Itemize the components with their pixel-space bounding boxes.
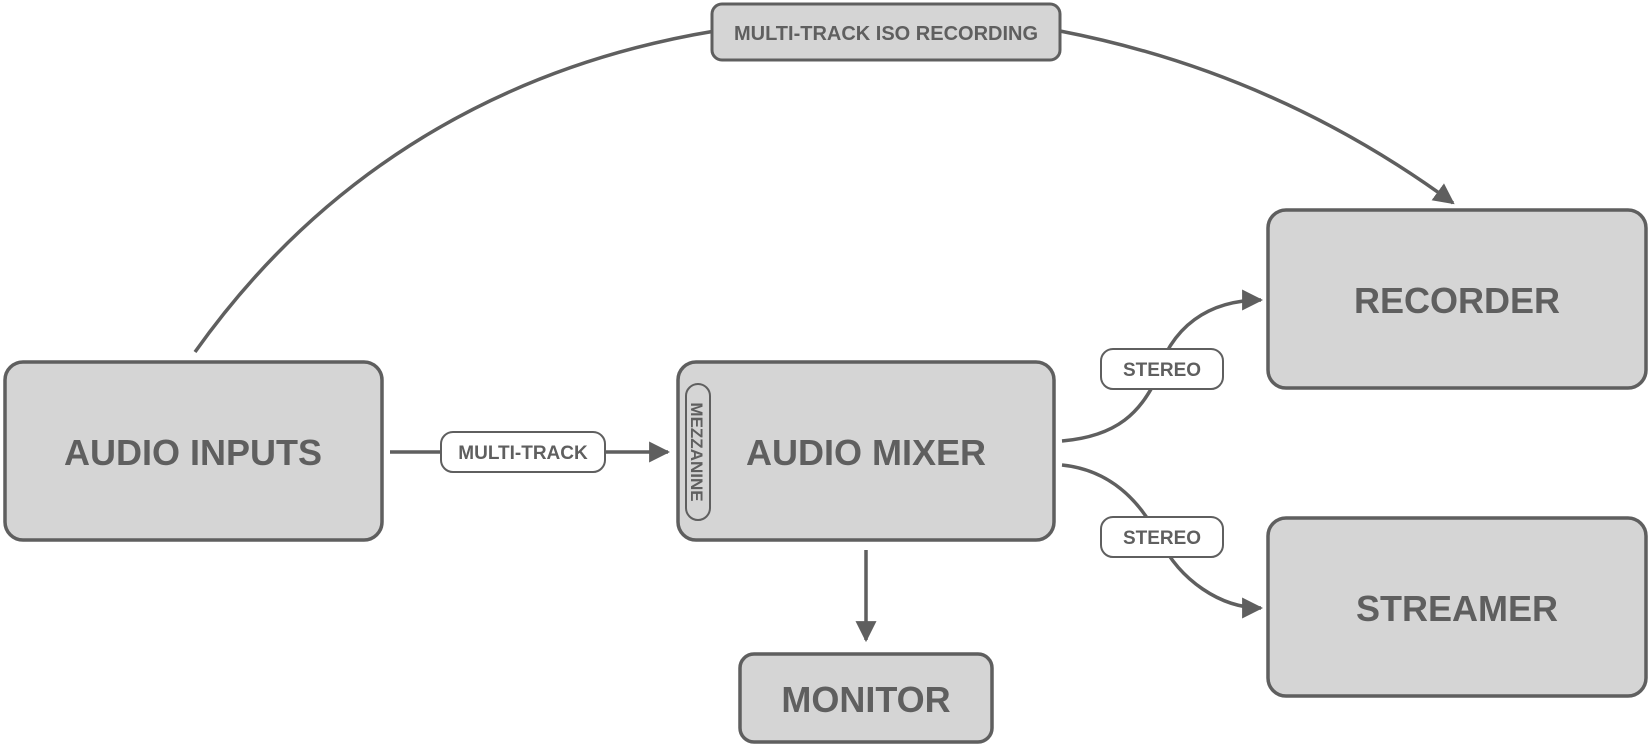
node-audio-mixer-label: AUDIO MIXER (746, 432, 986, 473)
edge-label-iso-recording: MULTI-TRACK ISO RECORDING (710, 2, 1062, 62)
node-recorder-label: RECORDER (1354, 280, 1560, 321)
node-monitor-label: MONITOR (781, 679, 950, 720)
edge-label-stereo-streamer: STEREO (1100, 516, 1224, 558)
node-streamer-label: STREAMER (1356, 588, 1558, 629)
node-audio-mixer: AUDIO MIXER (676, 360, 1056, 542)
edge-label-stereo-streamer-text: STEREO (1123, 528, 1201, 549)
edge-label-stereo-recorder-text: STEREO (1123, 360, 1201, 381)
node-monitor: MONITOR (738, 652, 994, 744)
edge-iso-recording-left (193, 29, 716, 354)
edge-iso-recording-right (1059, 29, 1455, 205)
edge-label-multi-track: MULTI-TRACK (440, 431, 606, 473)
mezzanine-label: MEZZANINE (687, 402, 706, 501)
node-audio-inputs-label: AUDIO INPUTS (64, 432, 322, 473)
node-recorder: RECORDER (1266, 208, 1648, 390)
edge-label-multi-track-text: MULTI-TRACK (458, 443, 588, 464)
mezzanine-badge: MEZZANINE (685, 383, 711, 521)
node-audio-inputs: AUDIO INPUTS (3, 360, 384, 542)
node-streamer: STREAMER (1266, 516, 1648, 698)
edge-label-stereo-recorder: STEREO (1100, 348, 1224, 390)
edge-label-iso-recording-text: MULTI-TRACK ISO RECORDING (734, 23, 1038, 45)
